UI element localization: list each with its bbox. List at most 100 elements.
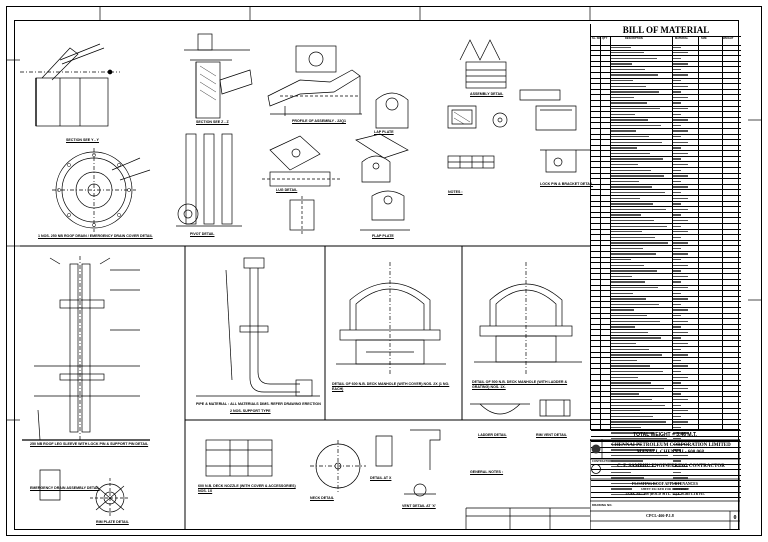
bom-row [591,185,741,191]
bom-row-text [611,225,667,227]
bom-row-text [611,382,651,384]
bom-row-text [611,454,668,457]
bom-row-text [611,130,636,132]
emergency-drain-caption: EMERGENCY DRAIN ASSEMBLY DETAIL [30,486,100,490]
bom-row [591,252,741,258]
bom-row-text [611,152,650,155]
bom-row [591,425,741,431]
bom-row-text [611,74,658,76]
bom-row [591,291,741,297]
bom-row [591,493,741,499]
title-block: CLIENT : CHENNAI PETROLEUM CORPORATION L… [590,439,740,530]
bom-row [591,269,741,275]
section-z-caption: SECTION SEE Z - Z [196,120,229,124]
bom-row-material [673,376,688,378]
rim-plate-caption: RIM PLATE DETAIL [96,520,129,524]
bom-row-text [611,460,643,462]
bom-row-text [611,320,660,322]
bom-row-text [611,163,638,166]
bom-row-material [673,477,688,479]
bom-row [591,246,741,252]
bom-row-material [673,454,688,457]
bom-row [591,146,741,152]
bom-row-text [611,219,654,222]
client-name: CHENNAI PETROLEUM CORPORATION LIMITED [611,443,731,448]
bom-row-text [611,147,637,149]
bom-row-text [611,275,632,278]
bom-row-text [611,466,656,468]
bom-row-material [673,264,688,267]
bom-row-text [611,494,645,496]
drawing-border [14,20,739,530]
bom-row [591,112,741,118]
pivot-caption: PIVOT DETAIL [190,232,215,236]
bom-row-material [673,225,681,227]
pipe-support-caption: 2 NOS. SUPPORT TYPE [230,409,271,413]
bom-row-material [673,136,681,138]
bill-of-material: BILL OF MATERIAL SL. NO. QTY DESCRIPTION… [590,24,741,499]
bom-row-material [673,494,681,496]
drawing-sheet [6,6,762,536]
bom-row [591,162,741,169]
bom-row-text [611,365,650,367]
bom-row-material [673,147,681,149]
bom-row-material [673,303,681,306]
bom-row [591,151,741,157]
bom-row-material [673,96,688,99]
bom-row [591,392,741,398]
bom-row-text [611,354,662,356]
bom-row-material [673,471,681,474]
bom-row [591,442,741,448]
manhole-500-caption: DETAIL OF 500 N.B. DECK MANHOLE (WITH LA… [472,380,568,389]
bom-row-material [673,309,688,311]
bom-row-material [673,342,688,345]
bom-row-text [611,186,652,188]
bom-row-material [673,163,688,166]
bom-row-text [611,342,636,345]
drawing-no-label: DRAWING NO. [592,503,613,507]
bom-row [591,353,741,359]
bom-row-material [673,119,688,121]
bom-row-material [673,141,688,143]
bom-row-material [673,449,681,451]
bom-row [591,179,741,185]
bom-row-material [673,108,688,110]
bom-row [591,230,741,236]
bom-row [591,274,741,280]
bom-row-text [611,253,656,255]
bom-row-text [611,482,657,485]
client-address: MANALI, CHENNAI - 600 068. [636,450,706,455]
drawing-title: FLOATING ROOF APPURTENANCES [632,482,698,486]
bom-row-material [673,63,688,65]
bom-row-material [673,348,681,350]
neck-caption: NECK DETAIL [310,496,334,500]
bom-row-text [611,292,633,295]
bom-row [591,369,741,376]
bom-row [591,157,741,163]
bom-row-material [673,432,688,434]
bom-row-text [611,270,657,272]
bom-row-text [611,281,645,283]
detail-x-caption: DETAIL AT X [370,476,392,480]
flap-plate-caption: FLAP PLATE [372,234,394,238]
bom-row-text [611,287,658,289]
bom-row-text [611,421,666,423]
bom-row-text [611,197,640,199]
bom-row-material [673,354,688,356]
bom-row-material [673,398,688,401]
bom-row [591,453,741,459]
bom-row-text [611,175,664,177]
bom-row [591,341,741,348]
bom-row [591,403,741,409]
lap-plate-caption: LAP PLATE [374,130,394,134]
bom-row-text [611,398,652,401]
bom-row-text [611,432,654,434]
profile-caption: PROFILE OF ASSEMBLY - 22Q1 [292,119,346,123]
bom-row-text [611,52,644,54]
bom-row-text [611,449,655,451]
bom-row [591,174,741,180]
bom-row [591,325,741,331]
bom-row-text [611,242,668,244]
bom-row [591,196,741,202]
bom-row-material [673,443,688,446]
